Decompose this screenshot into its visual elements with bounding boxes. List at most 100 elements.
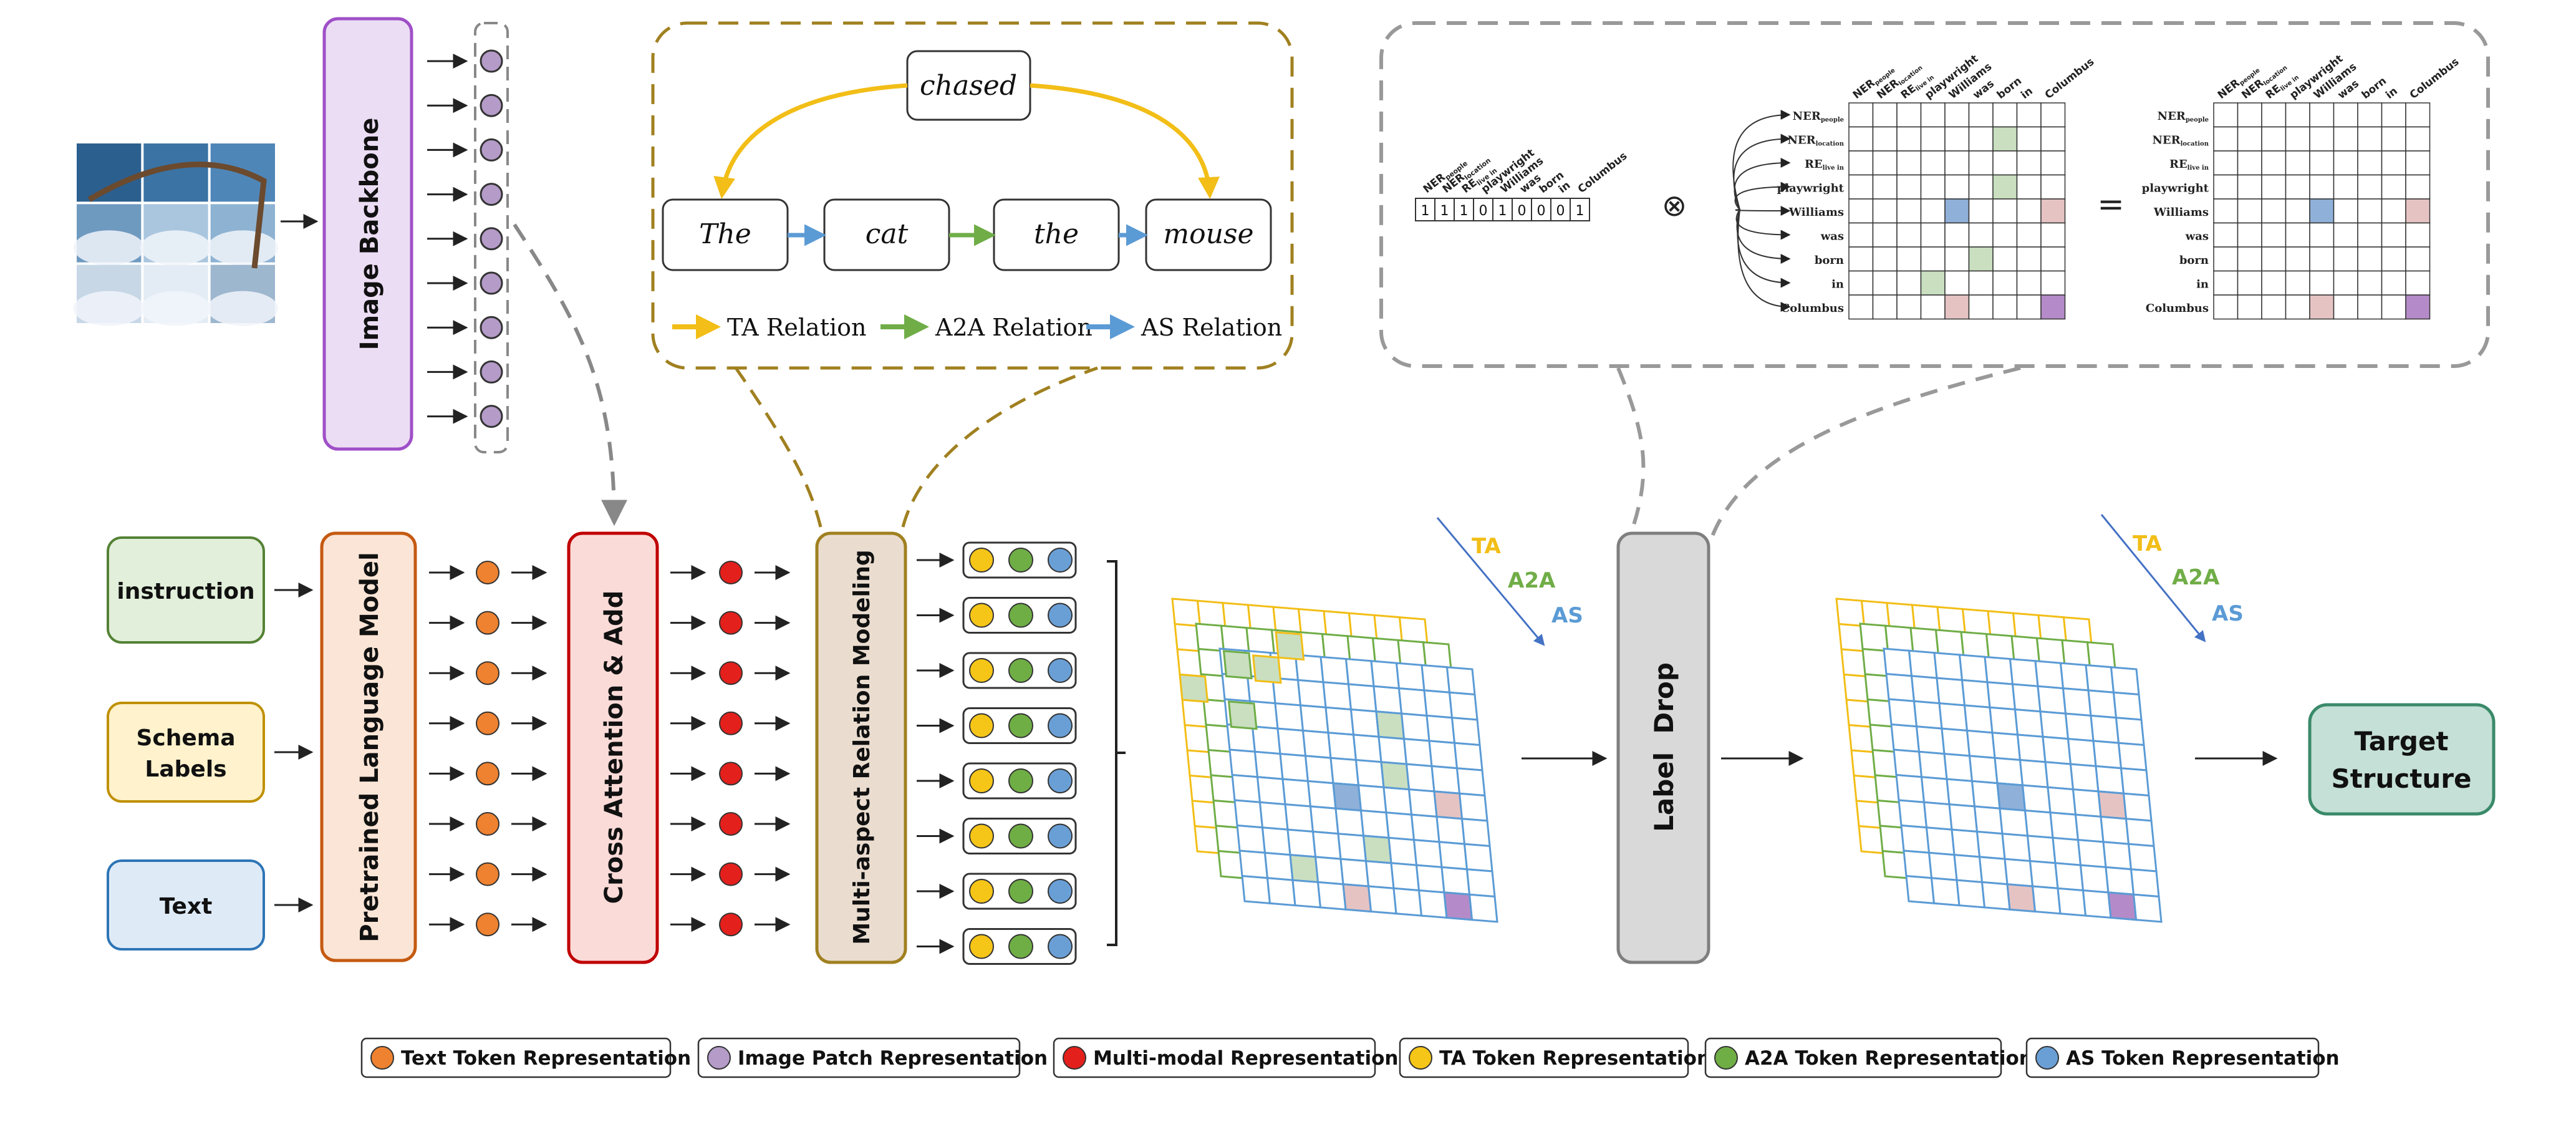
grid-cell — [2014, 708, 2044, 738]
grid-cell — [2092, 740, 2123, 770]
grid-cell — [1296, 679, 1327, 709]
matrix-cell — [2016, 222, 2042, 248]
legend-swatch — [1063, 1046, 1086, 1070]
matrix-cell — [2405, 126, 2431, 152]
grid-cell — [2120, 767, 2150, 797]
grid-cell — [1276, 727, 1307, 757]
grid-cell — [2044, 761, 2075, 791]
matrix-cell — [2237, 126, 2262, 152]
matrix-cell — [2016, 126, 2042, 152]
matrix-cell — [2357, 126, 2383, 152]
grid-cell — [1327, 732, 1358, 762]
fan-arrow — [1735, 205, 1791, 216]
fan-arrow — [1732, 110, 1791, 210]
grid-highlight-cell — [2107, 891, 2138, 921]
grid-cell — [2001, 833, 2032, 863]
grid-cell — [1908, 649, 1938, 679]
grid-cell — [1978, 856, 2009, 886]
grid-cell — [2077, 838, 2107, 869]
matrix-row-sub: live in — [2188, 165, 2209, 172]
grid-cell — [1984, 656, 2014, 685]
mask-cell — [1550, 198, 1571, 221]
matrix-cell — [2357, 150, 2383, 176]
as-token-node — [1048, 879, 1073, 904]
grid-cell — [1994, 757, 2024, 786]
word-text: the — [1034, 218, 1079, 250]
grid-cell — [1284, 803, 1315, 833]
matrix-cell — [1848, 270, 1874, 296]
matrix-cell — [2357, 246, 2383, 272]
legend-label: Image Patch Representation — [738, 1047, 1048, 1070]
matrix-cell — [2261, 174, 2287, 200]
matrix-cell — [1896, 246, 1922, 272]
matrix-cell — [2405, 150, 2431, 176]
grid-cell — [1963, 704, 1994, 734]
matrix-cell — [1848, 174, 1874, 200]
grid-cell — [1349, 708, 1380, 738]
grid-cell — [1415, 864, 1445, 894]
matrix-cell — [2040, 294, 2066, 320]
legend-swatch — [1409, 1046, 1432, 1070]
matrix-cell — [2333, 198, 2358, 224]
axis-ta: TA — [1472, 534, 1502, 559]
grid-cell — [1885, 672, 1916, 702]
grid-cell — [2122, 792, 2153, 822]
grid-cell — [1171, 598, 1202, 627]
grid-cell — [1319, 656, 1350, 685]
grid-cell — [1958, 654, 1989, 684]
matrix-col-label: Columbus — [2043, 56, 2097, 102]
grid-cell — [2031, 885, 2062, 915]
grid-cell — [1930, 877, 1961, 907]
mask-value: 1 — [1421, 203, 1430, 219]
mask-header: Columbus — [1576, 150, 1630, 196]
as-token-node — [1048, 768, 1073, 793]
snow-shape — [207, 291, 279, 326]
legend-label: A2A Token Representation — [1745, 1047, 2033, 1070]
grid-cell — [1377, 735, 1408, 765]
mrm-zoom-line-left — [734, 367, 822, 528]
image-patch-node — [480, 183, 503, 206]
matrix-row-label: NERpeople — [2158, 110, 2209, 123]
grid-cell — [1347, 683, 1377, 713]
matrix-cell — [1992, 246, 2018, 272]
grid-cell — [1322, 681, 1353, 711]
grid-cell — [2082, 889, 2112, 919]
grid-cell — [1306, 780, 1337, 810]
text-token-node — [476, 762, 499, 786]
matrix-cell — [1896, 150, 1922, 176]
matrix-cell — [2040, 270, 2066, 296]
matrix-cell — [1992, 102, 2018, 128]
grid-cell — [2110, 666, 2140, 696]
multimodal-token-node — [719, 561, 743, 584]
matrix-cell — [1848, 150, 1874, 176]
grid-cell — [2117, 742, 2148, 772]
matrix-cell — [2285, 246, 2310, 272]
grid-cell — [2047, 786, 2077, 816]
grid-cell — [1999, 807, 2029, 837]
grid-cell — [1233, 799, 1264, 829]
grid-cell — [1291, 879, 1322, 909]
grid-cell — [1890, 723, 1921, 753]
matrix-cell — [2309, 294, 2335, 320]
matrix-cell — [2357, 102, 2383, 128]
as-token-node — [1048, 548, 1073, 573]
grid-cell — [1903, 849, 1933, 879]
legend-item-box — [1704, 1037, 2002, 1078]
snow-shape — [207, 230, 279, 266]
word-text: cat — [866, 218, 909, 250]
grid-cell — [2042, 735, 2072, 765]
mask-value: 1 — [1460, 203, 1469, 219]
matrix-cell — [2357, 198, 2383, 224]
relation-legend-label: AS Relation — [1141, 314, 1282, 341]
mask-value: 1 — [1576, 203, 1585, 219]
matrix-cell — [2016, 174, 2042, 200]
matrix-cell — [2261, 102, 2287, 128]
grid-cell — [1316, 881, 1347, 911]
matrix-cell — [1896, 198, 1922, 224]
mask-cell — [1570, 198, 1590, 221]
matrix-cell — [2333, 150, 2358, 176]
matrix-row-label: RElive in — [2169, 158, 2209, 172]
grid-cell — [1883, 647, 1913, 677]
matrix-cell — [2261, 150, 2287, 176]
matrix-cell — [2333, 246, 2358, 272]
